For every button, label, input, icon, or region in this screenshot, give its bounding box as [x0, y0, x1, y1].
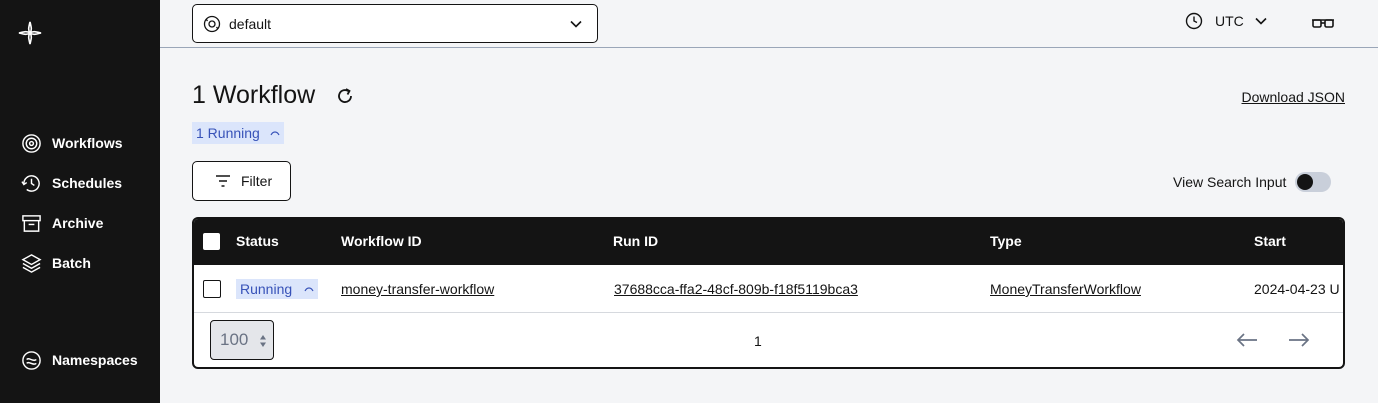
- sidebar-item-workflows[interactable]: Workflows: [21, 131, 123, 155]
- sidebar-item-batch[interactable]: Batch: [21, 251, 91, 275]
- sidebar-item-label: Workflows: [52, 135, 123, 151]
- download-json-link[interactable]: Download JSON: [1241, 89, 1346, 105]
- namespaces-icon: [22, 350, 41, 370]
- data-encoder-glasses-icon[interactable]: [1310, 13, 1336, 33]
- namespace-switch-icon: [203, 15, 221, 32]
- page-size-value: 100: [220, 330, 249, 349]
- column-header-type[interactable]: Type: [990, 233, 1022, 249]
- sidebar-item-label: Archive: [52, 215, 104, 231]
- select-all-checkbox[interactable]: [203, 233, 220, 250]
- workflow-type-link[interactable]: MoneyTransferWorkflow: [990, 281, 1141, 297]
- workflows-table: Status Workflow ID Run ID Type Start Run…: [192, 217, 1345, 369]
- filter-label: Filter: [241, 173, 273, 189]
- run-id-link[interactable]: 37688cca-ffa2-48cf-809b-f18f5119bca3: [614, 281, 858, 297]
- timezone-select[interactable]: UTC: [1185, 12, 1268, 30]
- refresh-icon[interactable]: [335, 86, 355, 106]
- column-header-start[interactable]: Start: [1254, 233, 1286, 249]
- running-spinner-icon: [270, 131, 280, 136]
- status-label: Running: [240, 281, 293, 297]
- running-count-label: 1 Running: [196, 125, 260, 141]
- view-search-input-label: View Search Input: [1173, 174, 1287, 190]
- temporal-logo-icon[interactable]: [18, 21, 42, 45]
- sidebar: Workflows Schedules Archive Batch Namesp…: [0, 0, 160, 403]
- schedules-icon: [21, 174, 40, 192]
- sidebar-item-namespaces[interactable]: Namespaces: [21, 348, 138, 372]
- namespace-select[interactable]: default: [192, 4, 598, 43]
- namespace-value: default: [229, 15, 272, 32]
- filter-button[interactable]: Filter: [192, 161, 291, 201]
- sidebar-item-label: Schedules: [52, 175, 123, 191]
- page-size-select[interactable]: 100: [210, 320, 274, 360]
- sidebar-item-archive[interactable]: Archive: [21, 211, 103, 235]
- select-arrows-icon: [260, 335, 266, 347]
- top-bar: default UTC: [160, 0, 1378, 48]
- toggle-knob: [1297, 174, 1314, 190]
- running-count-chip[interactable]: 1 Running: [192, 122, 284, 144]
- sidebar-item-label: Namespaces: [52, 352, 138, 368]
- page-title: 1 Workflow: [192, 81, 316, 109]
- view-search-input: View Search Input: [1173, 172, 1332, 192]
- sidebar-item-schedules[interactable]: Schedules: [21, 171, 122, 195]
- chevron-down-icon: [570, 20, 582, 28]
- start-time: 2024-04-23 U: [1254, 281, 1340, 297]
- archive-icon: [22, 214, 41, 232]
- status-badge: Running: [236, 279, 319, 299]
- view-search-input-toggle[interactable]: [1295, 172, 1332, 192]
- filter-icon: [216, 175, 230, 187]
- running-spinner-icon: [304, 287, 314, 292]
- workflows-icon: [22, 133, 41, 153]
- pagination: 100 1: [194, 313, 1343, 367]
- table-row[interactable]: Running money-transfer-workflow 37688cca…: [194, 265, 1343, 313]
- clock-icon: [1185, 12, 1203, 30]
- column-header-workflow-id[interactable]: Workflow ID: [341, 233, 422, 249]
- chevron-down-icon: [1255, 17, 1267, 25]
- column-header-status[interactable]: Status: [236, 233, 279, 249]
- previous-page-arrow-icon[interactable]: [1236, 332, 1258, 348]
- workflow-id-link[interactable]: money-transfer-workflow: [341, 281, 495, 297]
- current-page: 1: [754, 333, 762, 349]
- table-header: Status Workflow ID Run ID Type Start: [194, 219, 1343, 265]
- batch-icon: [21, 253, 42, 273]
- column-header-run-id[interactable]: Run ID: [613, 233, 659, 249]
- next-page-arrow-icon[interactable]: [1288, 332, 1310, 348]
- sidebar-item-label: Batch: [52, 255, 91, 271]
- row-checkbox[interactable]: [203, 280, 221, 298]
- timezone-value: UTC: [1215, 13, 1244, 29]
